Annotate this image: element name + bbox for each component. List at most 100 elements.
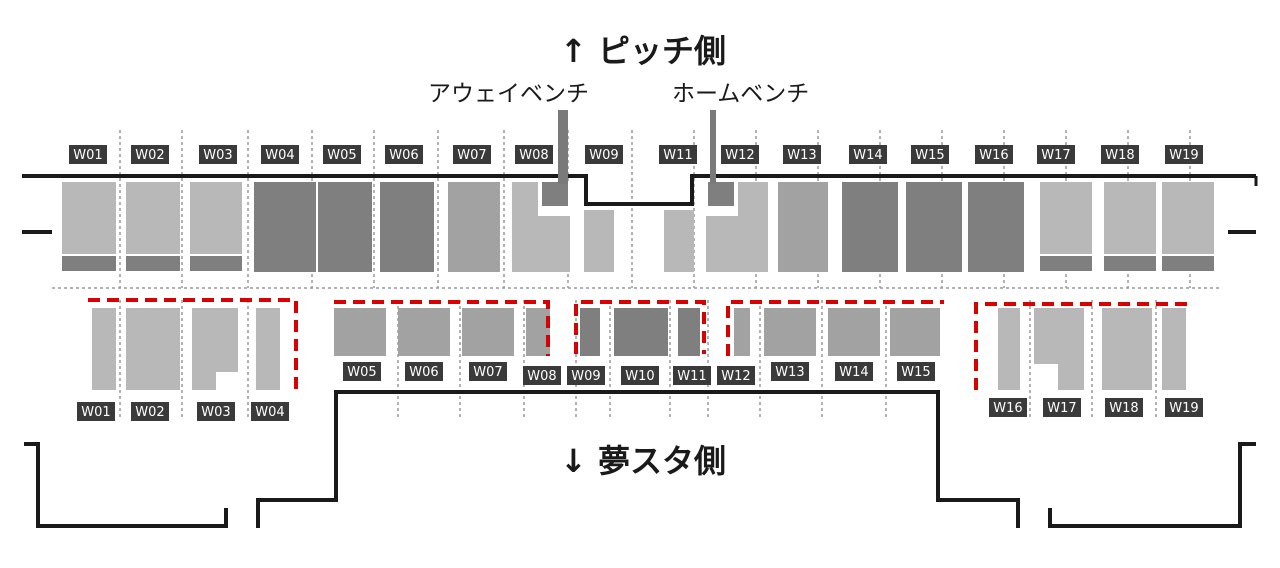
section-tag-label: W08 [519, 148, 548, 163]
seat-block [778, 182, 828, 272]
upper-stand-wall [22, 174, 1256, 206]
seat-block [968, 182, 1024, 272]
seat-block [1040, 182, 1092, 254]
section-tag-label: W04 [265, 148, 294, 163]
section-tag: W15 [911, 145, 949, 164]
section-tag-bg [721, 145, 759, 164]
section-tag-bg [405, 362, 443, 381]
section-tag-bg [1101, 145, 1139, 164]
seat-block [318, 182, 372, 272]
section-tag: W12 [721, 145, 759, 164]
section-tag-label: W08 [527, 369, 556, 384]
section-tag: W15 [897, 362, 935, 381]
lower-concourse-wall [256, 390, 1020, 528]
section-tag-bg [621, 366, 659, 385]
section-tag: W05 [323, 145, 361, 164]
section-tag: W04 [251, 402, 289, 421]
section-tag-label: W05 [327, 148, 356, 163]
seat-block [584, 210, 614, 272]
home-bench-pointer [710, 110, 716, 184]
section-tag-bg [197, 402, 235, 421]
section-tag: W19 [1165, 145, 1203, 164]
section-tag-bg [659, 145, 697, 164]
right-bottom-wall [1048, 442, 1256, 528]
section-tag-bg [567, 366, 605, 385]
section-tag-label: W06 [409, 365, 438, 380]
seat-block [190, 182, 242, 254]
section-tag-label: W03 [203, 148, 232, 163]
seat-block [998, 308, 1020, 390]
section-tag: W17 [1043, 398, 1081, 417]
seat-block [192, 308, 238, 390]
section-tag-bg [385, 145, 423, 164]
seat-block [254, 182, 316, 272]
section-tag-label: W12 [721, 369, 750, 384]
section-tag-bg [69, 145, 107, 164]
section-tag-bg [323, 145, 361, 164]
seat-block [1104, 182, 1156, 254]
section-tag-bg [585, 145, 623, 164]
section-tag: W13 [771, 362, 809, 381]
seat-block [1162, 308, 1186, 390]
section-tag: W19 [1165, 398, 1203, 417]
section-tag-bg [1037, 145, 1075, 164]
seat-block-front-row [126, 256, 180, 271]
seat-block [1162, 182, 1214, 254]
section-tag: W06 [405, 362, 443, 381]
seat-block [1102, 308, 1152, 390]
section-tag: W09 [585, 145, 623, 164]
section-tag-label: W04 [255, 405, 284, 420]
section-tag-label: W12 [725, 148, 754, 163]
section-tag-bg [1105, 398, 1143, 417]
highlight-zone-w16-w19 [974, 302, 1188, 390]
section-tag: W16 [989, 398, 1027, 417]
section-tag-bg [199, 145, 237, 164]
highlight-zone-w05-w08 [334, 300, 550, 356]
section-tag-label: W16 [979, 148, 1008, 163]
section-tag-label: W09 [589, 148, 618, 163]
section-tag-label: W07 [457, 148, 486, 163]
section-tag-label: W15 [915, 148, 944, 163]
pitch-side-label: ↑ ピッチ側 [560, 32, 726, 70]
seat-block [462, 308, 514, 356]
section-tag: W04 [261, 145, 299, 164]
section-tag: W02 [131, 402, 169, 421]
section-tag-label: W11 [677, 369, 706, 384]
section-tag-label: W09 [571, 369, 600, 384]
seat-block [580, 308, 600, 356]
seat-block [92, 308, 116, 390]
section-tag: W08 [515, 145, 553, 164]
seat-block [906, 182, 962, 272]
section-tag: W08 [523, 366, 561, 385]
highlight-zone-w09-w11 [574, 300, 706, 354]
section-tag: W09 [567, 366, 605, 385]
section-tag-label: W18 [1109, 401, 1138, 416]
seat-block [380, 182, 434, 272]
section-tag: W03 [197, 402, 235, 421]
section-tag-label: W16 [993, 401, 1022, 416]
section-tag-label: W13 [787, 148, 816, 163]
section-tag: W14 [849, 145, 887, 164]
seat-block [764, 308, 816, 356]
section-tag-label: W15 [901, 365, 930, 380]
home-bench-label: ホームベンチ [672, 81, 810, 107]
seat-block [828, 308, 880, 356]
seat-block [256, 308, 280, 390]
section-tag-bg [835, 362, 873, 381]
section-tag: W18 [1101, 145, 1139, 164]
seat-block-front-row [1104, 256, 1156, 271]
section-tag-label: W17 [1047, 401, 1076, 416]
section-tag-label: W14 [853, 148, 882, 163]
seat-block [678, 308, 700, 356]
section-tag-label: W02 [135, 405, 164, 420]
section-tag: W06 [385, 145, 423, 164]
section-tag-label: W05 [347, 365, 376, 380]
section-tag: W05 [343, 362, 381, 381]
section-tag-label: W06 [389, 148, 418, 163]
section-tag-bg [783, 145, 821, 164]
section-tag: W01 [77, 402, 115, 421]
seat-block [664, 210, 694, 272]
section-tag-label: W17 [1041, 148, 1070, 163]
highlight-zone-w12-w15 [726, 300, 944, 356]
